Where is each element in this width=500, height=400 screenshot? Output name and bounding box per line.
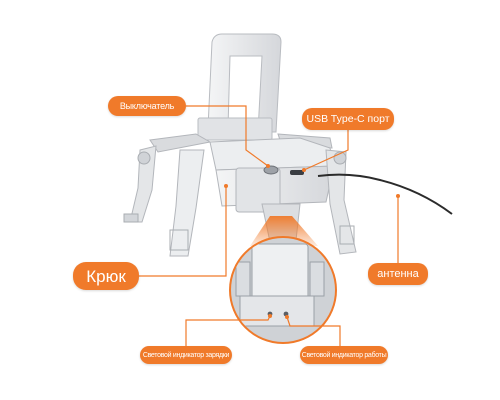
charge-indicator-callout: Световой индикатор зарядки — [140, 346, 232, 364]
work-indicator-callout: Световой индикатор работы — [300, 346, 388, 364]
leader-dots — [224, 164, 400, 319]
usb-port-callout: USB Type-C порт — [302, 108, 394, 130]
legs — [123, 145, 357, 257]
antenna-cable — [317, 173, 453, 215]
top-handle — [197, 33, 282, 141]
switch-callout: Выключатель — [108, 96, 186, 116]
hook-callout: Крюк — [73, 262, 139, 290]
antenna-callout: антенна — [368, 263, 428, 285]
zoom-detail — [229, 236, 337, 344]
leader-lines — [139, 105, 399, 346]
